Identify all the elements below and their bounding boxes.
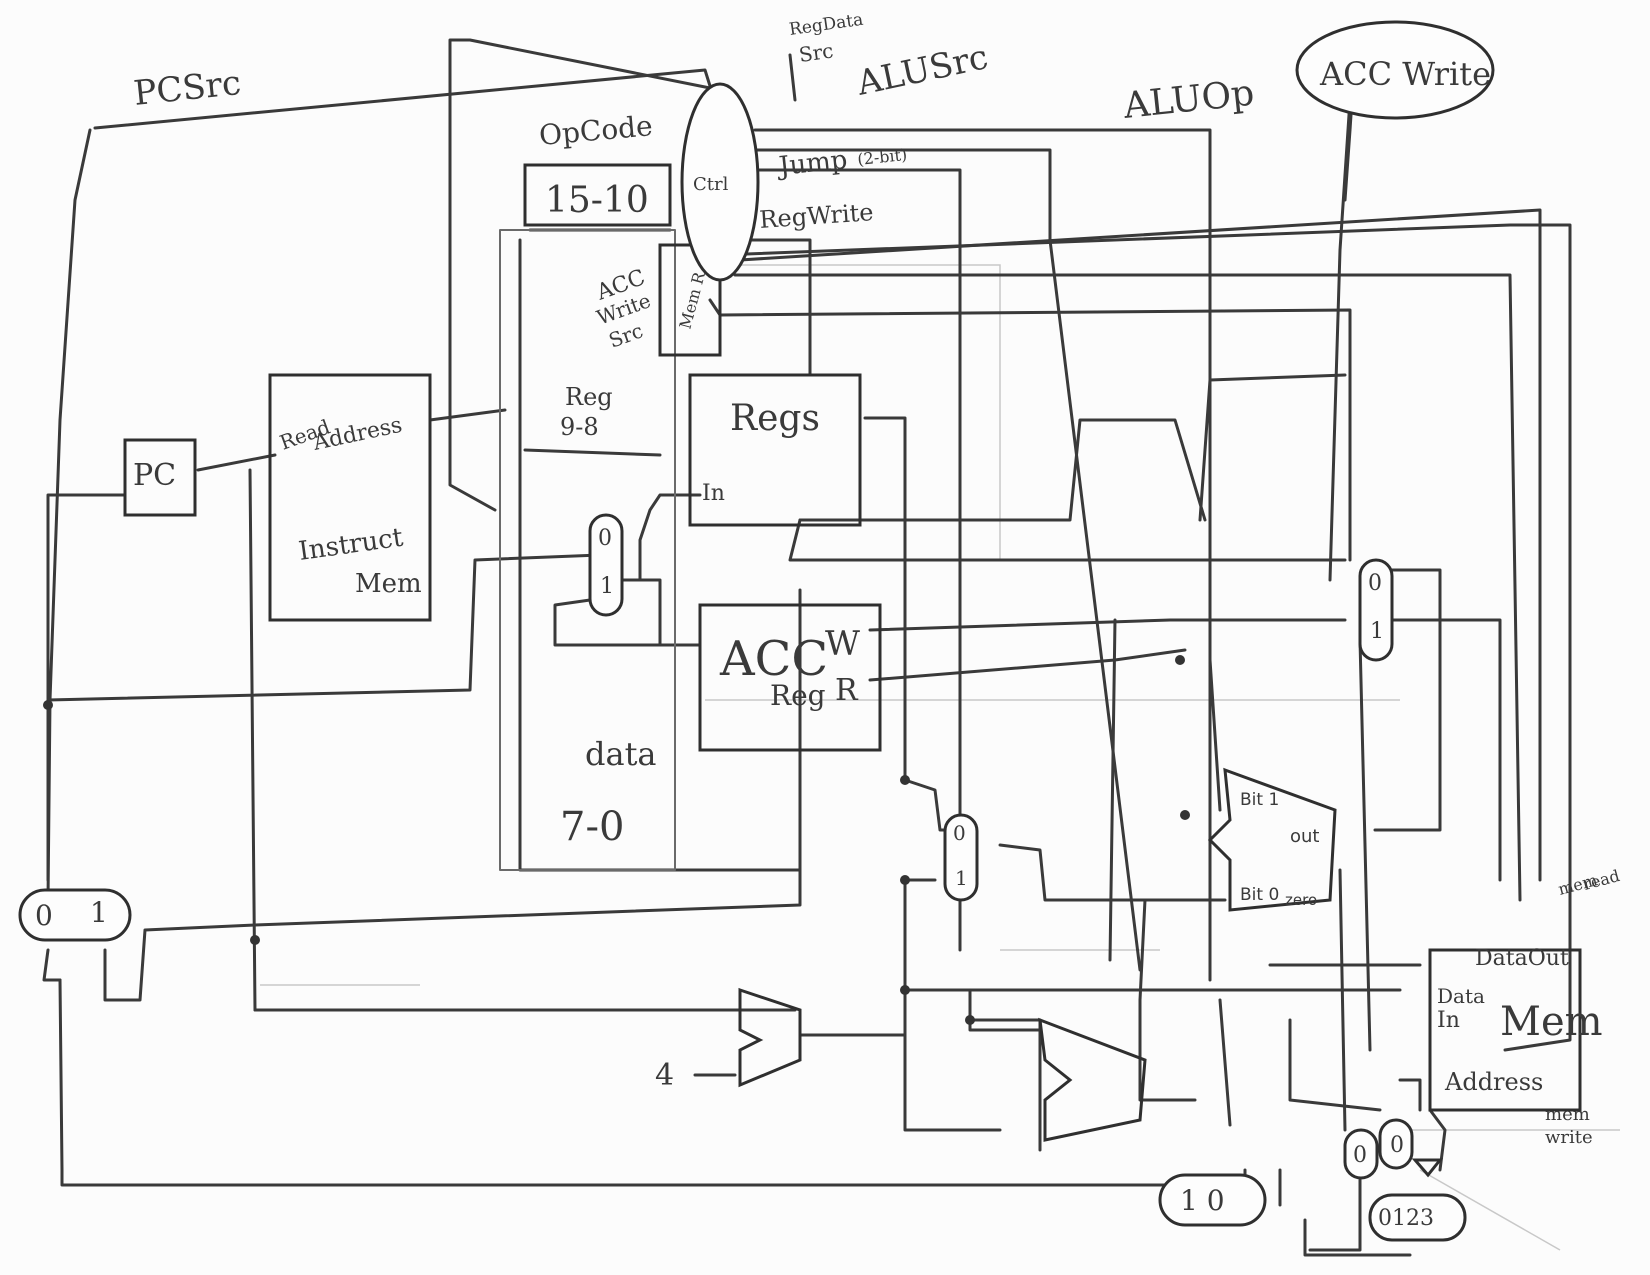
regs-label: Regs	[730, 398, 820, 439]
branch-adder	[1038, 1017, 1147, 1142]
data-field-bits: 7-0	[560, 804, 624, 850]
reg-in-mux-1: 1	[600, 574, 614, 599]
jump-label: Jump	[775, 145, 849, 182]
instruct-mem-label-1: Instruct	[297, 523, 406, 567]
alu-zero-label: zero	[1285, 891, 1317, 909]
small-mux-right	[1378, 1118, 1414, 1170]
faint-sketch-lines	[260, 264, 1620, 1251]
pc-src-label: PCSrc	[132, 63, 243, 114]
alu-src-mux	[943, 813, 979, 902]
jump-bits-label: (2-bit)	[856, 145, 908, 169]
pc-adder	[738, 987, 802, 1088]
acc-w-port: W	[825, 624, 860, 664]
acc-register	[698, 603, 882, 752]
mem-r-label: Mem R	[676, 269, 710, 331]
reg-field-label: Reg	[565, 383, 613, 411]
data-mem-address-label: Address	[1444, 1068, 1543, 1096]
data-memory	[1428, 948, 1582, 1112]
acc-write-mux-1: 1	[1370, 619, 1384, 644]
pc-label: PC	[133, 458, 176, 493]
regs-in-label: In	[702, 481, 725, 506]
acc-write-mux	[1358, 558, 1394, 662]
inverter-gate	[1411, 1158, 1444, 1178]
alu-src-label: ALUSrc	[853, 37, 992, 104]
ctrl-label: Ctrl	[693, 174, 729, 195]
alu	[1207, 767, 1337, 912]
pc-register	[123, 438, 197, 517]
opcode-bits: 15-10	[545, 180, 649, 221]
acc-r-port: R	[835, 673, 859, 708]
opcode-field-box	[523, 163, 672, 227]
control-unit	[680, 82, 760, 282]
mem-write-label-1: mem	[1545, 1104, 1590, 1125]
data-out-label: DataOut	[1475, 946, 1569, 971]
data-mem-label: Mem	[1500, 999, 1603, 1045]
opcode-label: OpCode	[538, 109, 654, 152]
wire-junctions	[43, 655, 1190, 1025]
mem-read-label-2: read	[1581, 866, 1622, 894]
instruction-memory	[268, 373, 432, 622]
small-mux-right-0: 0	[1390, 1133, 1404, 1158]
data-field-label: data	[585, 735, 657, 773]
pc-src-mux	[18, 888, 132, 942]
four-way-mux-label: 0123	[1378, 1206, 1434, 1231]
alu-bit1-label: Bit 1	[1240, 790, 1279, 810]
acc-reg-label-2: Reg	[770, 679, 826, 712]
adder-constant-four: 4	[655, 1058, 674, 1093]
alu-out-label: out	[1290, 826, 1319, 847]
alu-src-mux-1: 1	[955, 866, 968, 890]
alu-bit0-label: Bit 0	[1240, 885, 1279, 905]
acc-write-label: ACC Write	[1319, 55, 1491, 93]
instruct-mem-label-2: Mem	[355, 569, 422, 599]
four-way-mux	[1368, 1193, 1467, 1242]
reg-data-src-label-1: RegData	[788, 10, 865, 40]
data-in-label-2: In	[1437, 1008, 1460, 1033]
reg-in-mux	[588, 513, 624, 617]
mem-write-label-2: write	[1545, 1127, 1593, 1148]
alu-src-mux-0: 0	[953, 821, 966, 845]
reg-write-label: RegWrite	[758, 198, 874, 234]
reg-field-bits: 9-8	[560, 413, 599, 441]
alu-op-label: ALUOp	[1121, 72, 1256, 127]
reg-data-src-label-2: Src	[797, 38, 834, 67]
regs-block	[688, 373, 862, 527]
acc-reg-label-1: ACC	[719, 631, 828, 687]
data-in-label-1: Data	[1437, 984, 1485, 1008]
jump-mux-label: 1 0	[1180, 1184, 1225, 1217]
small-mux-left-0: 0	[1353, 1143, 1367, 1168]
acc-write-signal-oval	[1295, 20, 1495, 120]
pc-src-mux-1: 1	[90, 896, 108, 929]
small-mux-left	[1343, 1128, 1379, 1180]
instruction-fields-frame	[499, 229, 676, 871]
reg-in-mux-0: 0	[598, 526, 612, 551]
pc-src-mux-0: 0	[35, 899, 53, 932]
acc-write-mux-0: 0	[1368, 571, 1382, 596]
jump-mux	[1158, 1173, 1267, 1227]
